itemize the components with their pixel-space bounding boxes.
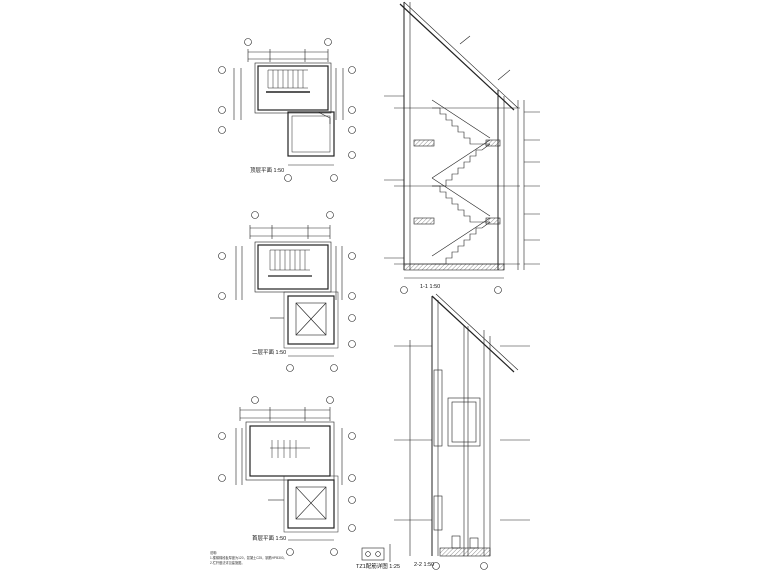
detail-tz1 xyxy=(361,544,391,562)
section-1-1 xyxy=(384,1,540,294)
section-1-1-title: 1-1 1:50 xyxy=(420,284,440,290)
detail-tz1-title: TZ1配筋详图 1:25 xyxy=(356,562,400,570)
plan-top-title: 顶层平面 1:50 xyxy=(250,167,284,174)
section-2-2 xyxy=(394,293,530,570)
section-2-2-title: 2-2 1:50 xyxy=(414,562,434,568)
plan-second-floor xyxy=(218,211,356,372)
notes-line-1: 1.楼梯梯段板厚度为120，混凝土C25，钢筋HPB300。 xyxy=(210,555,287,560)
plan-second-title: 二层平面 1:50 xyxy=(252,349,286,356)
notes-line-2: 2.栏杆做法详见建施图。 xyxy=(210,560,245,565)
plan-ground-floor xyxy=(218,396,356,556)
notes-heading: 说明: xyxy=(210,550,217,555)
plan-ground-title: 首层平面 1:50 xyxy=(252,534,286,542)
plan-top-floor xyxy=(218,38,356,182)
